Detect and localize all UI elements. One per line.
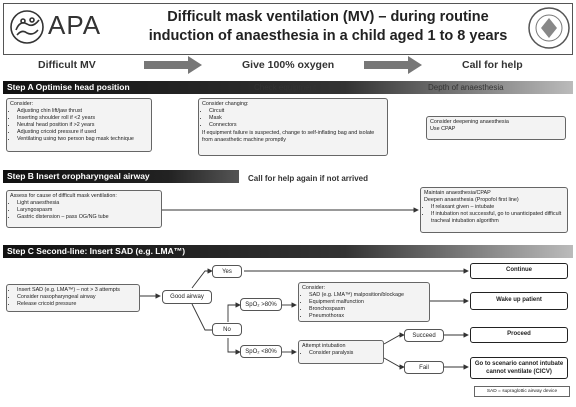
list-item: Consider nasopharyngeal airway [17,294,136,301]
step-a-depth-box: Consider deepening anaesthesia Use CPAP [426,116,566,140]
flow-stage-call-help: Call for help [462,59,523,71]
box-note: If equipment failure is suspected, chang… [202,130,375,143]
sad-footnote: SAD = supraglottic airway device [474,386,570,397]
step-a-head-position-box: Consider: Adjusting chin lift/jaw thrust… [6,98,152,152]
list-item: Equipment malfunction [309,299,426,306]
yes-node: Yes [212,265,242,278]
wake-up-outcome: Wake up patient [470,292,568,310]
step-c-bar: Step C Second-line: Insert SAD (e.g. LMA… [3,245,573,258]
list-item: Connectors [209,122,384,129]
list-item: Adjusting cricoid pressure if used [17,129,148,136]
list-item: Light anaesthesia [17,200,158,207]
list-item: Insert SAD (e.g. LMA™) – not > 3 attempt… [17,287,136,294]
list-item: Adjusting chin lift/jaw thrust [17,108,148,115]
header-panel [3,3,573,55]
box-line: Maintain anaesthesia/CPAP [424,190,491,196]
box-line: Deepen anaesthesia (Propofol first line) [424,197,519,203]
box-heading: Consider changing: [202,101,249,107]
list-item: If relaxant given – intubate [431,204,564,211]
list-item: Neutral head position if >2 years [17,122,148,129]
step-a-bar: Step A Optimise head position [3,81,573,94]
step-c-insert-sad-box: Insert SAD (e.g. LMA™) – not > 3 attempt… [6,284,140,312]
step-b-assess-box: Assess for cause of difficult mask venti… [6,190,162,228]
box-heading: Consider: [302,285,326,291]
apa-logo-icon [10,10,44,44]
cicv-line1: Go to scenario cannot intubate [474,361,564,367]
good-airway-node: Good airway [162,290,212,304]
step-c-consider-box: Consider: SAD (e.g. LMA™) malposition/bl… [298,282,430,322]
cicv-outcome: Go to scenario cannot intubate cannot ve… [470,357,568,379]
continue-outcome: Continue [470,263,568,279]
list-item: SAD (e.g. LMA™) malposition/blockage [309,292,426,299]
no-node: No [212,323,242,336]
logo-text: APA [48,10,102,40]
list-item: Inserting shoulder roll if <2 years [17,115,148,122]
cicv-line2: cannot ventilate (CICV) [486,369,552,375]
step-b-bar: Step B Insert oropharyngeal airway [3,170,239,183]
spo2-low-node: SpO₂ <80% [240,345,282,358]
spo2-high-node: SpO₂ >80% [240,298,282,311]
flow-stage-difficult-mv: Difficult MV [38,59,96,71]
list-item: Mask [209,115,384,122]
list-item: Ventilating using two person bag mask te… [17,136,148,143]
box-heading: Consider: [10,101,34,107]
call-help-again-label: Call for help again if not arrived [248,174,369,183]
flow-stage-oxygen: Give 100% oxygen [242,59,335,71]
fail-node: Fail [404,361,444,374]
box-heading: Assess for cause of difficult mask venti… [10,193,117,199]
list-item: Circuit [209,108,384,115]
depth-anaesthesia-label: Depth of anaesthesia [428,83,504,92]
list-item: Bronchospasm [309,306,426,313]
proceed-outcome: Proceed [470,327,568,343]
page-title-line1: Difficult mask ventilation (MV) – during… [167,9,489,25]
list-item: Laryngospasm [17,207,158,214]
box-line: Use CPAP [430,126,456,132]
step-c-intubation-box: Attempt intubation Consider paralysis [298,340,384,364]
box-line: Attempt intubation [302,343,346,349]
list-item: Gastric distension – pass OG/NG tube [17,214,158,221]
list-item: Pneumothorax [309,313,426,320]
list-item: Release cricoid pressure [17,301,136,308]
step-b-maintain-box: Maintain anaesthesia/CPAP Deepen anaesth… [420,187,568,233]
check-equipment-label: Check equipment [254,83,317,92]
list-item: If intubation not successful, go to unan… [431,211,564,225]
flow-arrow-2 [364,56,422,74]
flow-arrow-1 [144,56,202,74]
succeed-node: Succeed [404,329,444,342]
step-a-equipment-box: Consider changing: Circuit Mask Connecto… [198,98,388,156]
seal-icon [528,7,570,49]
page-title-line2: induction of anaesthesia in a child aged… [148,28,508,44]
box-line: Consider deepening anaesthesia [430,119,509,125]
list-item: Consider paralysis [309,350,380,357]
